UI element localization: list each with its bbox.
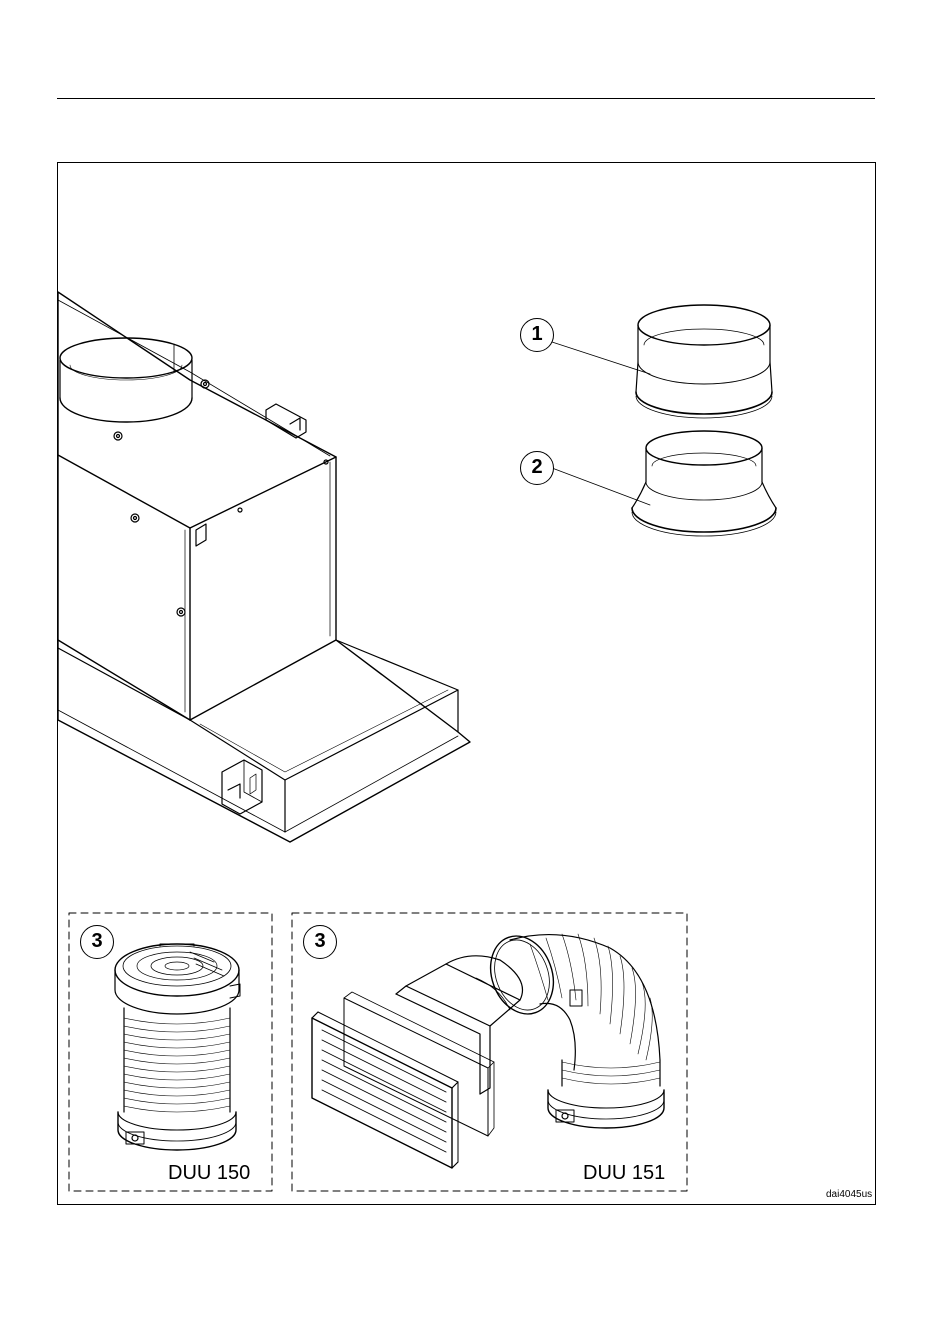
duu-150-kit (115, 944, 240, 1150)
drawing-code: dai4045us (826, 1190, 872, 1200)
leader-line-2 (552, 468, 650, 505)
adapter-ring-2 (632, 431, 776, 536)
range-hood-insert (58, 292, 470, 842)
callout-1: 1 (520, 318, 554, 352)
duu-150-label: DUU 150 (168, 1163, 250, 1183)
duu-151-label: DUU 151 (583, 1163, 665, 1183)
leader-line-1 (552, 342, 650, 374)
duu-151-kit (312, 927, 664, 1168)
adapter-ring-1 (636, 305, 772, 418)
callout-2: 2 (520, 451, 554, 485)
callout-3-duu-151: 3 (303, 925, 337, 959)
callout-3-duu-150: 3 (80, 925, 114, 959)
